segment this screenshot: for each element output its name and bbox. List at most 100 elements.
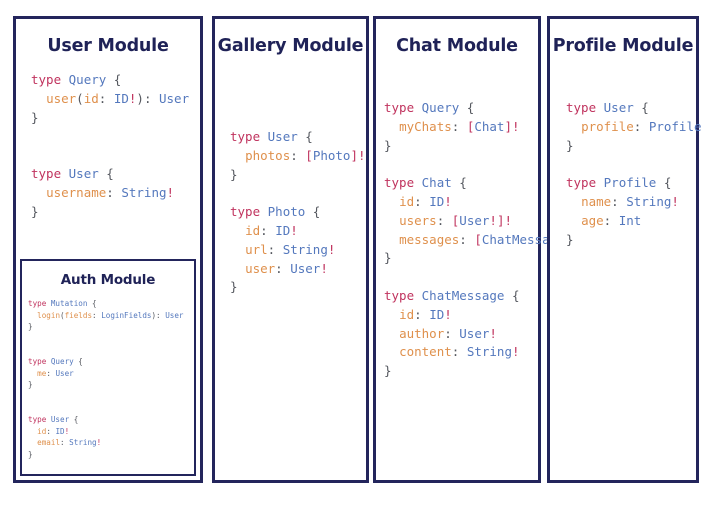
- code-line: content: String!: [384, 343, 538, 362]
- code-token: [28, 427, 37, 436]
- code-token: [230, 242, 245, 257]
- module-card-gallery[interactable]: Gallery Module type User { photos: [Phot…: [212, 16, 369, 483]
- module-card-chat[interactable]: Chat Module type Query { myChats: [Chat]…: [373, 16, 580, 483]
- code-token: me: [37, 368, 47, 378]
- code-line: type Chat {: [384, 174, 538, 193]
- code-token: !: [128, 90, 137, 106]
- code-token: myChats: [399, 118, 452, 134]
- code-line: email: String!: [28, 437, 194, 449]
- code-token: {: [656, 175, 672, 191]
- code-token: user: [46, 90, 77, 106]
- code-token: [384, 232, 399, 247]
- code-token: ):: [151, 310, 166, 320]
- module-card-auth[interactable]: Auth Module type Mutation { login(fields…: [20, 259, 196, 476]
- code-token: author: [399, 325, 445, 341]
- code-block-profile: type User { profile: Profile!} type Prof…: [566, 99, 704, 249]
- code-token: User: [459, 325, 490, 341]
- code-token: [566, 213, 581, 228]
- code-block-auth: type Mutation { login(fields: LoginField…: [28, 298, 194, 460]
- code-line: username: String!: [31, 184, 200, 203]
- code-line: [28, 344, 194, 356]
- code-token: !: [671, 193, 679, 209]
- code-line: }: [31, 203, 200, 222]
- code-token: User: [459, 212, 490, 228]
- code-token: :: [459, 231, 475, 247]
- code-token: !: [166, 184, 175, 200]
- code-token: [384, 213, 399, 228]
- module-card-user[interactable]: User Module type Query { user(id: ID!): …: [13, 16, 203, 483]
- code-token: {: [633, 100, 649, 115]
- code-line: me: User: [28, 368, 194, 380]
- code-token: User: [50, 414, 70, 424]
- code-token: age: [581, 212, 604, 228]
- code-line: }: [384, 362, 538, 381]
- code-line: name: String!: [566, 193, 696, 212]
- module-title-gallery: Gallery Module: [217, 36, 364, 56]
- code-token: String: [466, 344, 512, 360]
- code-token: {: [73, 356, 83, 366]
- code-token: :: [611, 193, 627, 209]
- code-line: [384, 268, 538, 287]
- code-token: [28, 438, 37, 447]
- code-line: user(id: ID!): User: [31, 90, 200, 109]
- code-token: type: [566, 175, 604, 191]
- code-token: !: [320, 260, 328, 276]
- code-token: Photo: [267, 204, 306, 220]
- code-token: [384, 307, 399, 322]
- code-token: id: [399, 306, 415, 322]
- code-token: :: [267, 241, 283, 257]
- code-token: :: [275, 260, 291, 276]
- code-line: }: [28, 449, 194, 461]
- code-token: [: [451, 212, 460, 228]
- code-token: Mutation: [50, 299, 88, 308]
- code-token: !: [511, 118, 520, 134]
- code-token: Int: [618, 212, 642, 228]
- code-token: User: [165, 310, 184, 320]
- code-line: type Query {: [384, 99, 538, 118]
- code-token: !: [64, 426, 70, 436]
- code-token: !: [489, 212, 497, 228]
- code-token: [230, 148, 245, 163]
- code-token: }: [230, 279, 238, 295]
- code-line: type Profile {: [566, 174, 696, 193]
- code-token: }: [384, 363, 392, 379]
- code-token: Chat: [474, 118, 505, 134]
- code-token: }: [566, 231, 574, 247]
- code-line: }: [566, 137, 696, 156]
- code-line: profile: Profile!: [566, 118, 704, 137]
- code-token: Query: [50, 356, 74, 366]
- code-token: :: [436, 212, 452, 228]
- code-line: }: [384, 249, 538, 268]
- code-line: [566, 155, 696, 174]
- code-token: User: [159, 90, 190, 106]
- code-token: fields: [64, 310, 93, 320]
- code-token: :: [603, 212, 619, 228]
- code-token: [384, 194, 399, 209]
- code-token: type: [566, 100, 604, 115]
- code-token: users: [399, 212, 437, 228]
- code-line: users: [User!]!: [384, 212, 538, 231]
- code-token: type: [31, 72, 69, 87]
- code-token: }: [28, 449, 33, 459]
- code-token: !: [511, 344, 520, 360]
- code-token: !: [504, 212, 512, 228]
- code-token: }: [230, 166, 238, 182]
- code-line: author: User!: [384, 325, 538, 344]
- code-block-chat: type Query { myChats: [Chat]!} type Chat…: [384, 99, 580, 381]
- code-token: ID: [113, 90, 129, 106]
- code-token: User: [55, 368, 74, 378]
- code-token: type: [28, 414, 51, 424]
- code-token: Profile: [603, 175, 657, 191]
- code-token: ):: [136, 90, 159, 106]
- code-token: {: [504, 287, 520, 303]
- code-line: type Query {: [31, 71, 200, 90]
- code-token: User: [290, 260, 321, 276]
- code-token: [: [305, 147, 313, 163]
- code-token: ]: [350, 147, 358, 163]
- module-card-profile[interactable]: Profile Module type User { profile: Prof…: [547, 16, 704, 483]
- code-token: User: [603, 100, 634, 115]
- code-token: (: [60, 310, 65, 320]
- code-token: String: [282, 241, 328, 257]
- module-title-chat: Chat Module: [396, 36, 518, 56]
- code-line: id: ID!: [28, 426, 194, 438]
